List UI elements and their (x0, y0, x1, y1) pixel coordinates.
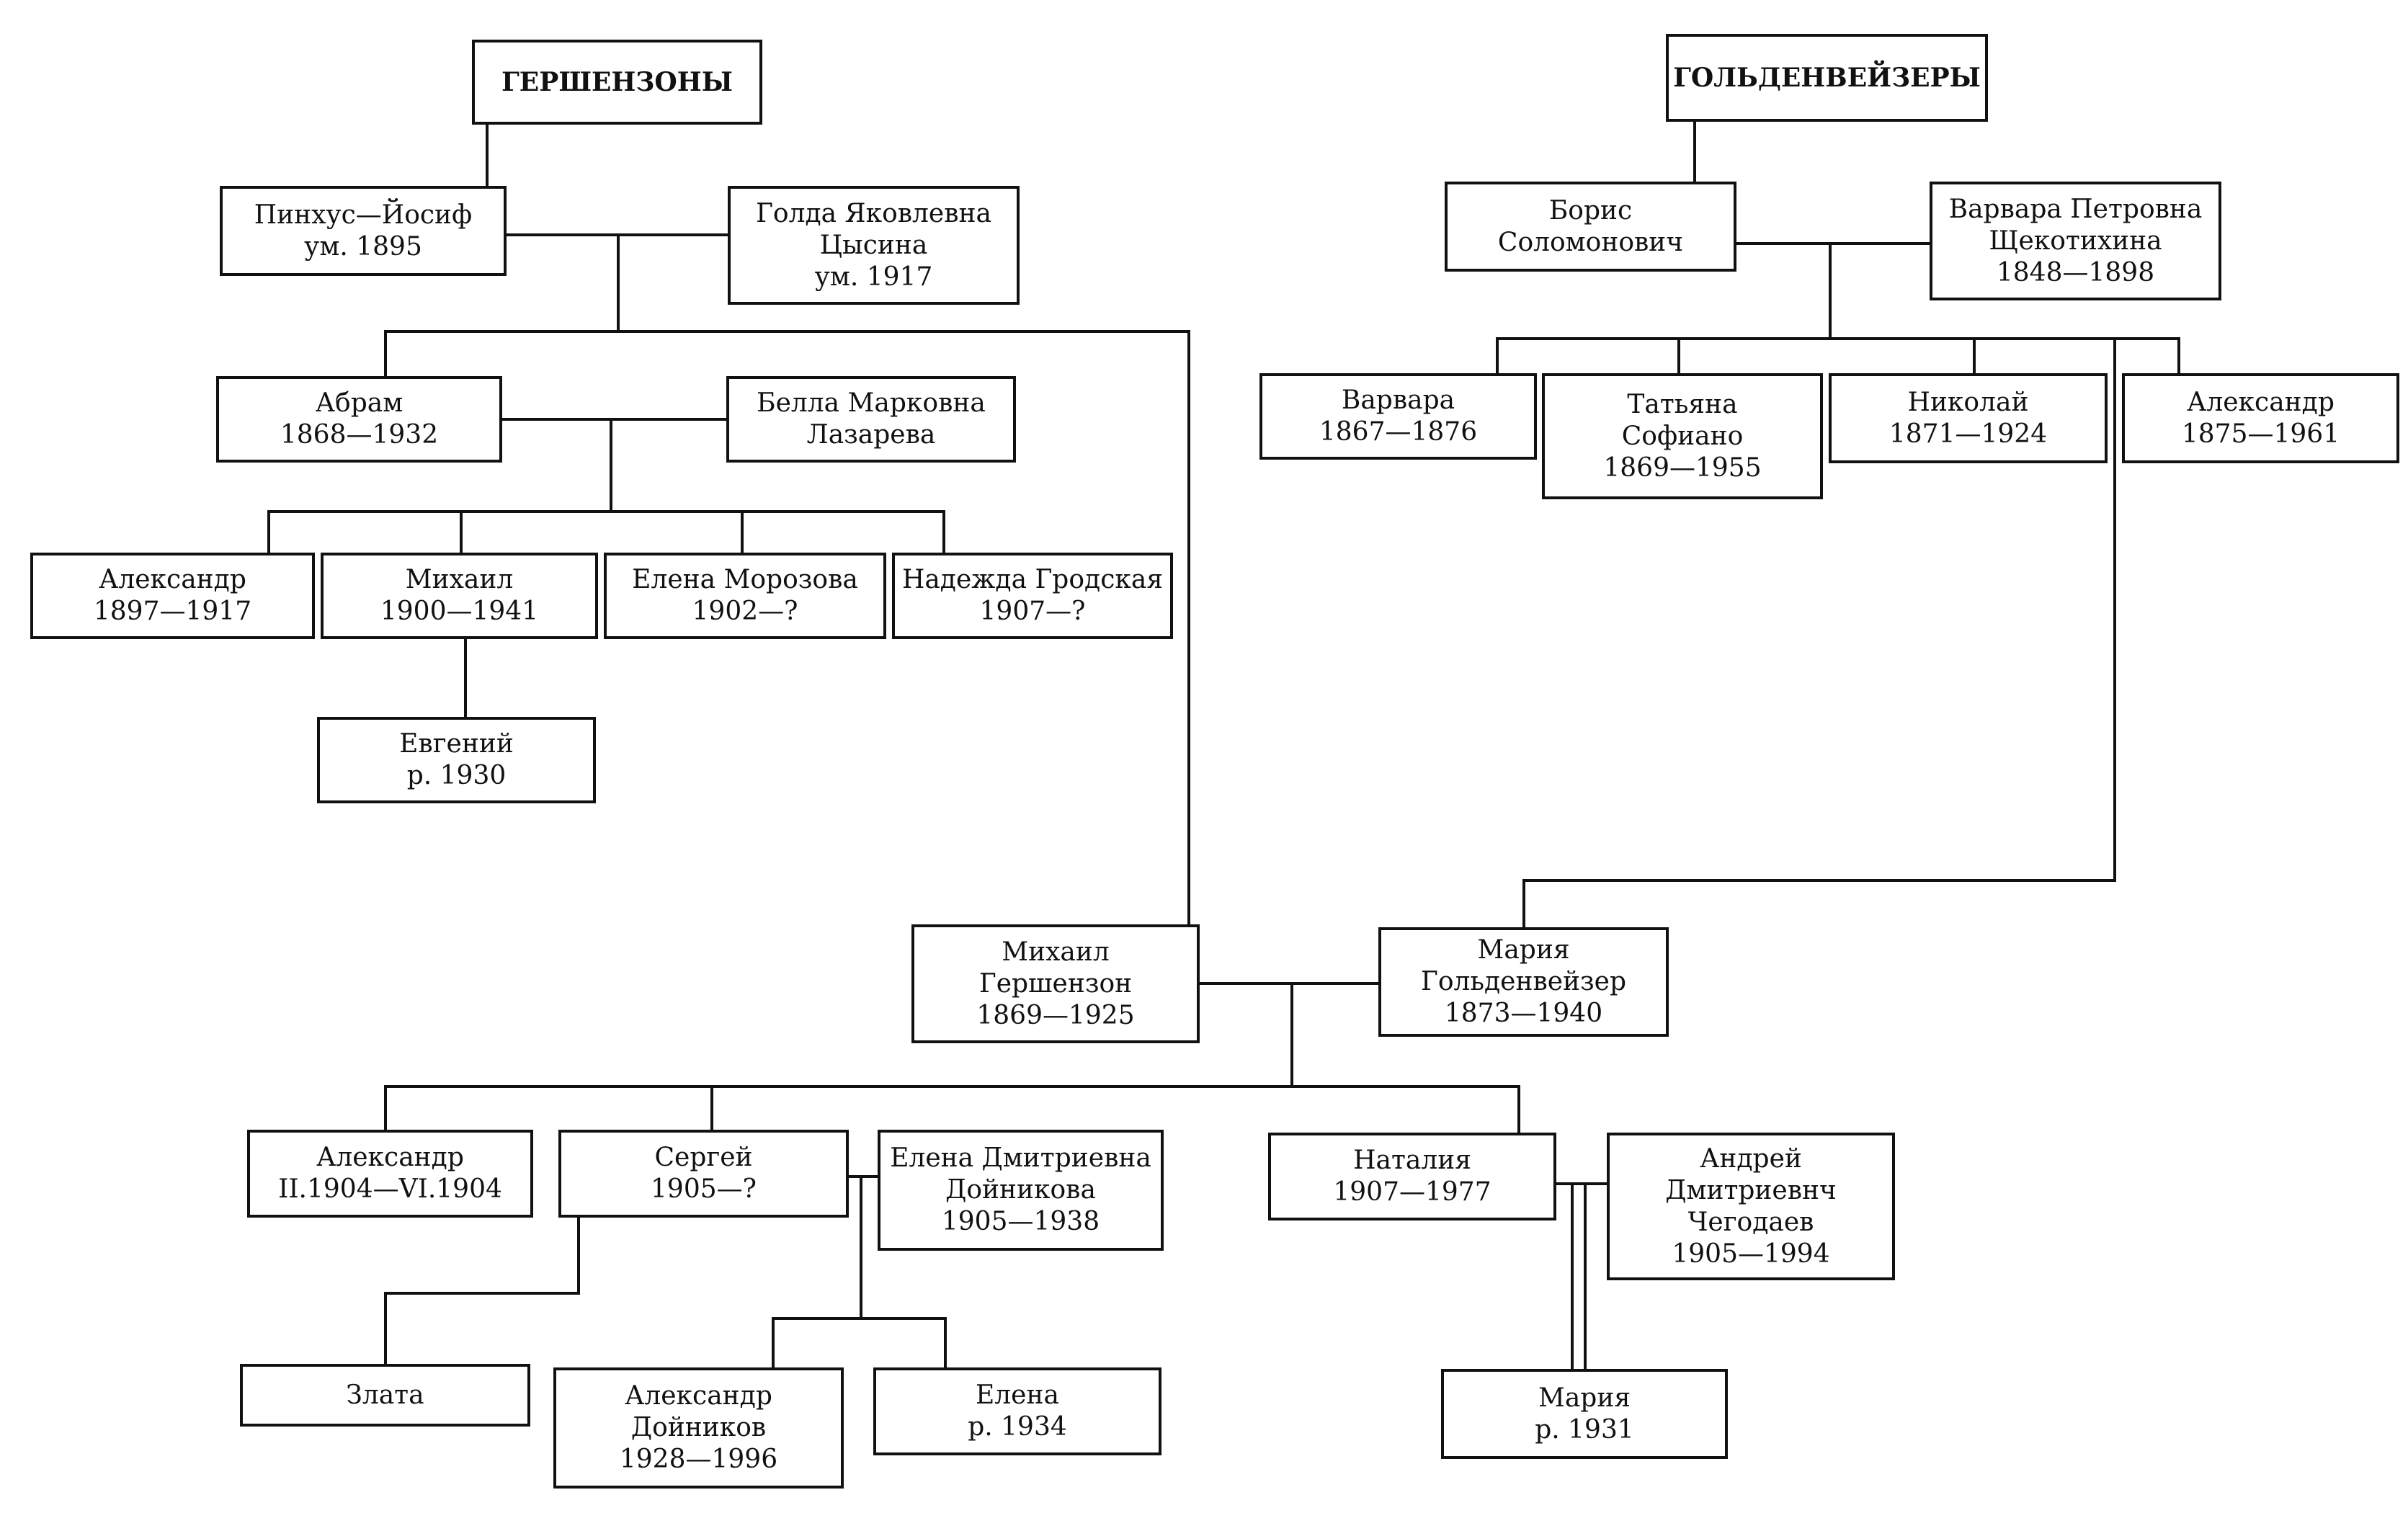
person-name: Александр (316, 1143, 464, 1172)
person-name: Николай (1907, 387, 2029, 417)
person-name: Сергей (654, 1143, 753, 1172)
person-surname: Гольденвейзер (1421, 967, 1626, 996)
person-name: Елена Морозова (632, 565, 858, 594)
person-dates: II.1904—VI.1904 (278, 1174, 502, 1204)
person-mikhail-gershenzon: Михаил Гершензон 1869—1925 (911, 924, 1200, 1043)
person-dates: 1900—1941 (380, 597, 539, 626)
person-dates: 1869—1955 (1603, 452, 1762, 483)
person-evgeniy: Евгений р. 1930 (317, 717, 596, 803)
person-bella: Белла Марковна Лазарева (726, 376, 1016, 463)
person-nataliya: Наталия 1907—1977 (1268, 1133, 1556, 1220)
person-dates: ум. 1917 (814, 262, 933, 292)
person-name: Елена (976, 1380, 1059, 1410)
person-andrey-chegodaev: Андрей Дмитриевнч Чегодаев 1905—1994 (1607, 1133, 1895, 1280)
person-dates: 1871—1924 (1889, 419, 2048, 449)
person-name: Александр (99, 565, 246, 594)
person-sergey: Сергей 1905—? (558, 1130, 849, 1218)
person-aleksandr-1897: Александр 1897—1917 (30, 553, 315, 639)
person-name: Мария (1477, 935, 1570, 965)
person-name: Белла Марковна (757, 388, 986, 418)
person-aleksandr-doynikov: Александр Дойников 1928—1996 (553, 1367, 844, 1489)
person-name: Татьяна (1627, 389, 1738, 419)
person-surname: Софиано (1621, 421, 1744, 451)
connector-sergey-zlata (384, 1216, 580, 1365)
person-name: Абрам (315, 388, 403, 418)
person-golda: Голда Яковлевна Цысина ум. 1917 (728, 186, 1020, 305)
person-nadezhda-grodskaya: Надежда Гродская 1907—? (892, 553, 1173, 639)
person-dates: р. 1930 (406, 761, 507, 790)
person-dates: 1867—1876 (1319, 417, 1478, 447)
person-surname: Дойников (630, 1413, 767, 1442)
person-surname: Лазарева (806, 420, 936, 450)
person-dates: 1897—1917 (93, 597, 252, 626)
person-name: Варвара Петровна (1948, 194, 2203, 224)
person-patronymic: Дмитриевнч (1665, 1175, 1837, 1205)
person-aleksandr-1875: Александр 1875—1961 (2122, 373, 2399, 463)
person-dates: р. 1931 (1535, 1414, 1634, 1445)
person-varvara-1867: Варвара 1867—1876 (1259, 373, 1537, 460)
family-title: ГОЛЬДЕНВЕЙЗЕРЫ (1673, 63, 1981, 93)
person-name: Мария (1538, 1383, 1631, 1413)
person-name: Варвара (1341, 385, 1455, 415)
person-abram: Абрам 1868—1932 (216, 376, 502, 463)
person-dates: 1907—1977 (1333, 1177, 1491, 1207)
person-surname: Гершензон (978, 968, 1133, 999)
person-name: Голда Яковлевна (756, 198, 991, 228)
person-boris: Борис Соломонович (1445, 182, 1736, 272)
person-name: Михаил (405, 565, 514, 594)
person-name: Злата (346, 1380, 424, 1410)
person-dates: р. 1934 (968, 1412, 1067, 1442)
person-dates: 1907—? (979, 597, 1086, 626)
person-surname: Цысина (819, 230, 928, 260)
person-surname: Чегодаев (1687, 1207, 1814, 1237)
person-elena-dmitrievna: Елена Дмитриевна Дойникова 1905—1938 (878, 1130, 1164, 1251)
person-name: Евгений (399, 729, 514, 759)
person-dates: ум. 1895 (304, 231, 422, 262)
person-mariya-goldenweiser: Мария Гольденвейзер 1873—1940 (1378, 927, 1669, 1037)
person-name: Борис (1548, 195, 1633, 226)
family-header-gershenzon: ГЕРШЕНЗОНЫ (472, 40, 762, 125)
person-name: Александр (625, 1381, 772, 1411)
person-mikhail-1900: Михаил 1900—1941 (321, 553, 598, 639)
person-dates: 1902—? (692, 597, 798, 626)
person-dates: 1848—1898 (1996, 257, 2155, 287)
person-dates: 1873—1940 (1444, 999, 1603, 1028)
person-tatyana-sofiano: Татьяна Софиано 1869—1955 (1542, 373, 1823, 499)
person-aleksandr-1904: Александр II.1904—VI.1904 (247, 1130, 533, 1218)
person-dates: 1868—1932 (280, 420, 439, 450)
person-name: Пинхус—Йосиф (254, 200, 473, 230)
person-name: Елена Дмитриевна (890, 1143, 1151, 1173)
person-varvara-petrovna: Варвара Петровна Щекотихина 1848—1898 (1930, 182, 2221, 300)
person-name: Андрей (1700, 1143, 1802, 1174)
person-elena-morozova: Елена Морозова 1902—? (604, 553, 886, 639)
person-name: Наталия (1353, 1146, 1471, 1175)
person-dates: 1869—1925 (976, 1000, 1135, 1030)
family-title: ГЕРШЕНЗОНЫ (501, 67, 733, 97)
family-header-goldenweiser: ГОЛЬДЕНВЕЙЗЕРЫ (1666, 34, 1988, 122)
person-surname: Дойникова (945, 1175, 1096, 1205)
person-zlata: Злата (240, 1364, 530, 1427)
person-surname: Щекотихина (1989, 226, 2162, 256)
person-pinkhus: Пинхус—Йосиф ум. 1895 (220, 186, 507, 276)
person-dates: 1905—1938 (941, 1207, 1100, 1236)
person-elena-1934: Елена р. 1934 (873, 1367, 1161, 1455)
person-patronymic: Соломонович (1497, 227, 1684, 257)
person-mariya-1931: Мария р. 1931 (1441, 1369, 1728, 1459)
connector-to-mariya-g (1522, 337, 2116, 929)
person-dates: 1875—1961 (2181, 419, 2340, 449)
person-dates: 1928—1996 (619, 1445, 778, 1474)
person-name: Михаил (1002, 937, 1110, 967)
person-dates: 1905—? (651, 1174, 757, 1204)
person-dates: 1905—1994 (1672, 1238, 1830, 1269)
person-name: Надежда Гродская (901, 565, 1164, 594)
person-nikolay: Николай 1871—1924 (1829, 373, 2108, 463)
person-name: Александр (2187, 387, 2335, 417)
